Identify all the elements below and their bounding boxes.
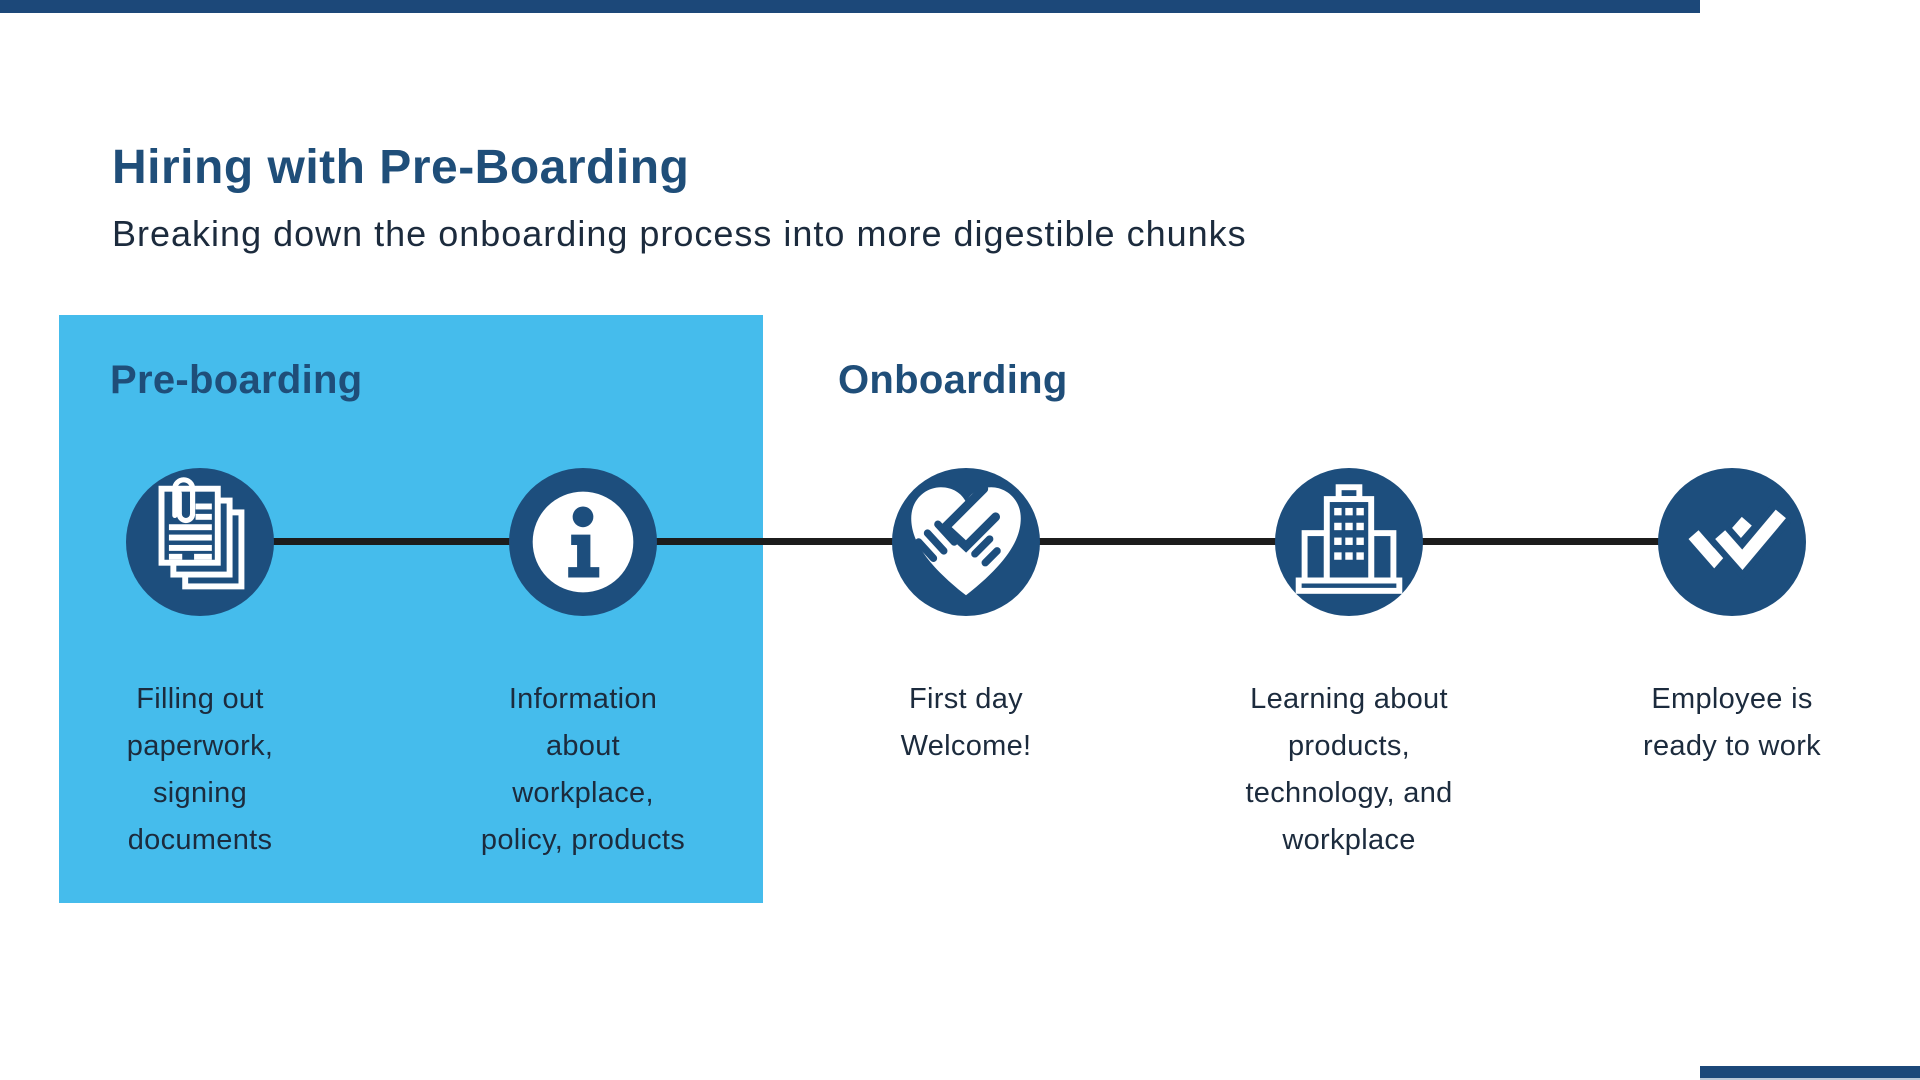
onboarding-section-label: Onboarding [838,358,1068,402]
handshake-icon [892,468,1040,616]
step-1-circle [126,468,274,616]
step-4-circle [1275,468,1423,616]
bottom-accent-bar [1700,1066,1920,1078]
step-4-caption: Learning about products, technology, and… [1245,683,1453,856]
info-icon [509,468,657,616]
building-icon [1275,468,1423,616]
step-3-caption: First day Welcome! [900,683,1032,762]
double-check-icon [1658,468,1806,616]
step-2-caption: Information about workplace, policy, pro… [480,683,686,856]
page-title: Hiring with Pre-Boarding [112,141,690,194]
preboarding-section-label: Pre-boarding [110,358,363,402]
bottom-accent-bar-shadow [1700,1078,1920,1080]
step-5-caption: Employee is ready to work [1643,683,1821,762]
documents-icon [126,468,274,616]
top-accent-bar [0,0,1700,13]
step-2-circle [509,468,657,616]
step-5-circle [1658,468,1806,616]
step-3-circle [892,468,1040,616]
step-1-caption: Filling out paperwork, signing documents [126,683,274,856]
page-subtitle: Breaking down the onboarding process int… [112,213,1247,254]
